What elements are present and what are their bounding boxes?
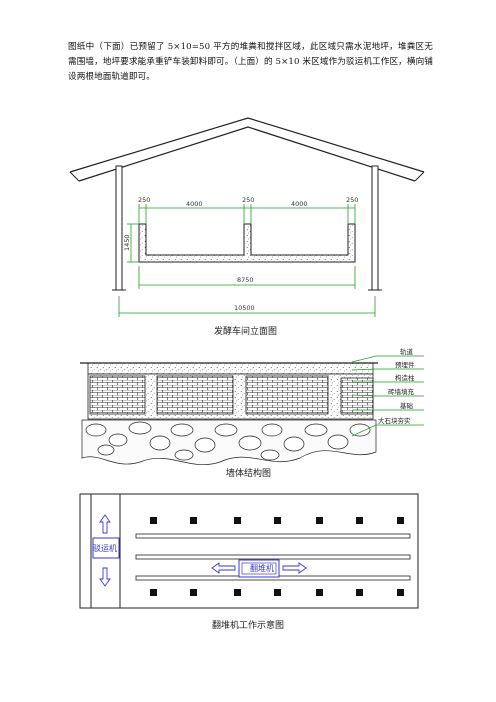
intro-paragraph: 图纸中（下面）已预留了 5×10=50 平方的堆粪和搅拌区域，此区域只需水泥地坪…	[68, 42, 433, 82]
transfer-machine	[92, 537, 120, 559]
roof-inner	[78, 126, 416, 182]
dim-4000-left: 4000	[186, 200, 203, 208]
embedded-plate	[87, 362, 374, 375]
right-post	[371, 165, 379, 291]
transfer-machine-label: 驳运机	[93, 543, 117, 553]
brick-panel-3	[245, 375, 329, 415]
wall-structure-drawing: 轨道 预埋件 构造柱 砖墙填充 基础 大石块夯实	[80, 347, 424, 466]
label-embedded-part: 预埋件	[395, 360, 415, 369]
caption-turner: 翻堆机工作示意图	[212, 621, 285, 631]
label-leaders	[351, 355, 424, 437]
dim-8750: 8750	[237, 276, 254, 284]
dim-250-right: 250	[346, 196, 358, 204]
trough-section	[138, 223, 356, 263]
brick-panel-1	[89, 375, 146, 415]
rail-top	[135, 533, 411, 539]
dim-10500: 10500	[234, 304, 255, 312]
label-rail: 轨道	[400, 347, 414, 356]
brick-panel-2	[156, 375, 234, 415]
label-stone: 大石块夯实	[378, 416, 411, 425]
roof-outer	[69, 117, 425, 173]
label-foundation: 基础	[400, 401, 414, 410]
caption-wall-structure: 墙体结构图	[226, 469, 272, 479]
label-brick-fill: 砖墙填充	[388, 387, 415, 396]
dim-250-left: 250	[138, 196, 150, 204]
turner-schematic: 驳运机 翻堆机	[79, 493, 419, 609]
dim-4000-right: 4000	[291, 200, 308, 208]
left-post	[115, 165, 123, 291]
schematic-frame	[79, 493, 419, 609]
turner-arrows	[211, 562, 307, 574]
dim-250-mid: 250	[242, 196, 254, 204]
transfer-arrows	[99, 514, 111, 587]
turner-machine-label: 翻堆机	[250, 563, 274, 573]
rail-mid	[135, 554, 411, 560]
post-markers	[150, 517, 404, 596]
dim-1450: 1450	[123, 234, 131, 251]
elevation-drawing: 250 4000 250 4000 250 1450 8750 10500	[69, 117, 425, 317]
turner-machine	[238, 559, 280, 578]
caption-elevation: 发酵车间立面图	[214, 327, 278, 337]
stone-foundation	[81, 419, 377, 466]
dimension-lines	[118, 204, 376, 317]
label-column: 构造柱	[395, 373, 415, 382]
